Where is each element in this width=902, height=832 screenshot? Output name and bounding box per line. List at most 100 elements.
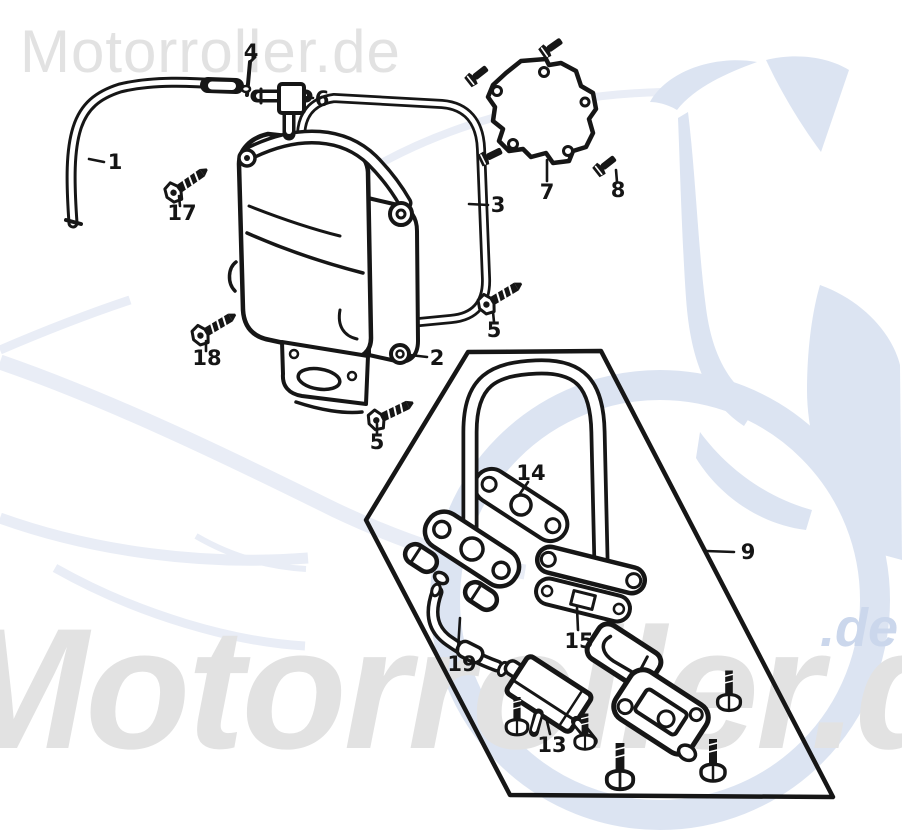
cover-recess [601, 634, 635, 675]
air-injection-pipe [461, 358, 610, 571]
part-label-9: 9 [741, 540, 756, 564]
part-18-bolt [186, 304, 243, 350]
flange-hole [432, 519, 452, 540]
part-label-15: 15 [564, 629, 593, 653]
leader-line [302, 95, 315, 100]
gasket-hole [562, 145, 574, 157]
leader-line [491, 310, 496, 324]
part-label-18: 18 [192, 346, 221, 370]
part-label-19: 19 [447, 652, 476, 676]
part-number-labels: 1 4 6 17 3 7 8 2 5 5 18 14 9 15 19 13 [108, 40, 756, 757]
logo-streak [0, 295, 132, 355]
watermark-bottom-text: Motorroller.de [0, 593, 902, 785]
logo-streak [52, 564, 306, 651]
cover-rib [247, 204, 342, 238]
cover-left-bump [227, 260, 238, 293]
part-3-cover-gasket [296, 93, 492, 335]
pipe-bore [465, 362, 606, 567]
exploded-parts-drawing: 1 4 6 17 3 7 8 2 5 5 18 14 9 15 19 13 [64, 33, 836, 800]
logo-flag-swoosh [766, 56, 849, 152]
logo-tail-swoosh [696, 432, 812, 530]
logo-streak [194, 533, 307, 572]
assembly-hole [616, 698, 634, 716]
cover-ear-hole [395, 208, 407, 220]
part-7-gasket-plate [462, 33, 620, 179]
gasket-hole [507, 138, 519, 150]
bracket-lip [294, 400, 364, 415]
part-label-6: 6 [315, 87, 330, 111]
gasket-center-hole [509, 493, 533, 517]
part-label-1: 1 [108, 150, 123, 174]
logo-wheel-circle [430, 370, 890, 830]
watermark-bottom-de-suffix: .de [820, 598, 898, 658]
gasket-hole [491, 85, 503, 97]
pipe-flange-left [422, 509, 522, 589]
flange-hole [539, 550, 557, 568]
hose-end-ring [430, 582, 442, 598]
logo-head-swoosh [650, 60, 757, 110]
cover-ear-hole [244, 155, 250, 161]
part-1-breather-hose [64, 76, 244, 229]
part-label-13: 13 [537, 733, 566, 757]
valve-seam [557, 688, 585, 728]
logo-body-ribbon [678, 112, 758, 426]
leader-line [87, 157, 106, 164]
assembly-boss [656, 709, 676, 729]
part-8-screw [536, 33, 567, 61]
leader-line [177, 194, 182, 208]
valve-nipple-bore [531, 713, 541, 732]
logo-streak [0, 512, 309, 566]
part-8-screw [462, 61, 492, 89]
cover-rib [337, 308, 359, 341]
tee-body [277, 82, 306, 115]
gasket-hole [544, 517, 562, 535]
bracket-slot [296, 366, 342, 392]
pin-washer [240, 84, 252, 94]
hose-end-nib-bore [208, 81, 236, 90]
hose-bore [68, 79, 223, 226]
cover-face [236, 131, 374, 360]
leader-lines [87, 95, 736, 736]
gasket-hole [540, 584, 554, 598]
hose-end-cap [64, 218, 83, 226]
leader-line [456, 616, 462, 652]
gasket-center-slot [569, 589, 597, 611]
part-5-bolt-lower [363, 391, 420, 435]
part-6-tee-fitting [250, 82, 313, 141]
bracket-hole [288, 348, 300, 360]
cover-rib [245, 231, 365, 275]
part-13-control-valve [504, 654, 598, 747]
part-17-bolt [159, 159, 215, 208]
part-label-7: 7 [540, 180, 555, 204]
flange-hole [491, 560, 511, 581]
part-label-8: 8 [611, 178, 626, 202]
cover-ear-hole [395, 349, 405, 359]
gasket-hole [538, 66, 550, 78]
watermark-top-text: Motorroller.de [20, 18, 401, 85]
part-label-5-lower: 5 [370, 430, 385, 454]
gasket-ring-inner [298, 95, 489, 332]
gasket-hole [579, 96, 591, 108]
gasket-hole [612, 602, 626, 616]
leader-line [614, 168, 619, 184]
assembly-tab [676, 743, 698, 763]
part-label-5-upper: 5 [487, 318, 502, 342]
leader-line [517, 480, 530, 497]
flange-hub [459, 536, 485, 562]
flange-outline [534, 544, 648, 596]
bracket-hole [346, 370, 358, 382]
leader-line [467, 202, 490, 207]
part-label-3: 3 [491, 193, 506, 217]
mount-washer [432, 570, 450, 586]
part-label-17: 17 [167, 201, 196, 225]
part-8-screw [590, 151, 620, 179]
pipe-flange-right [534, 544, 648, 596]
hose-bore [430, 589, 500, 669]
part-label-4: 4 [244, 40, 259, 64]
part-label-14: 14 [516, 461, 545, 485]
part-4-pin [240, 55, 257, 97]
leader-line [544, 715, 552, 736]
pin-head [248, 55, 257, 64]
leader-line [408, 353, 429, 359]
